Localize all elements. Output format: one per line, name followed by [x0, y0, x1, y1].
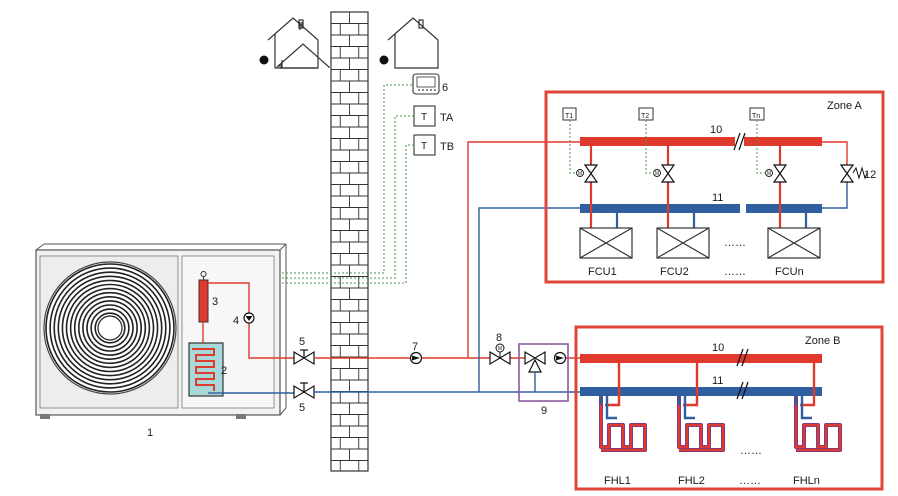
- zone-a-valves: [576, 164, 868, 183]
- zone-a-dots: ……: [724, 237, 746, 249]
- zone-b-labels: Zone B FHL1 FHL2 …… FHLn ……: [604, 335, 840, 487]
- signal-wires: [282, 84, 414, 284]
- zone-b-frame: [574, 325, 884, 491]
- label-tn: Tn: [752, 113, 760, 120]
- zone-a-frame: [544, 90, 885, 284]
- house-icon-left: [276, 22, 330, 69]
- label-mixing-station: 9: [541, 405, 547, 417]
- label-supply-manifold-a: 10: [710, 124, 722, 136]
- thermostat-tb-glyph: T: [421, 141, 427, 152]
- brick-wall: [330, 11, 369, 472]
- label-return-manifold-b: 11: [712, 375, 723, 387]
- label-circulation-pump: 7: [412, 341, 418, 353]
- fcu-label-1: FCU1: [588, 266, 617, 278]
- fcu-label-dots: ……: [724, 266, 746, 278]
- fhl-label-1: FHL1: [604, 475, 631, 487]
- label-backup-heater: 3: [212, 296, 218, 308]
- label-outdoor-unit: 1: [147, 427, 153, 439]
- label-main-valve: 8: [496, 332, 502, 344]
- main-lines: [314, 141, 589, 393]
- house-dot-left: [259, 55, 269, 65]
- label-return-manifold-a: 11: [712, 192, 723, 204]
- label-ta: TA: [440, 112, 454, 124]
- thermostat-6: [412, 73, 440, 95]
- label-heat-exchanger: 2: [221, 365, 227, 377]
- sensor-labels: T T TA TB T1 T2 Tn M M M M: [421, 112, 771, 352]
- zone-b-title: Zone B: [805, 335, 840, 347]
- label-shutoff-valve-return: 5: [299, 402, 305, 414]
- zone-a-return-manifold: [580, 204, 822, 213]
- fcu-label-2: FCU2: [660, 266, 689, 278]
- zone-a-title: Zone A: [827, 100, 863, 112]
- actuator-1: M: [578, 171, 582, 177]
- label-t2: T2: [641, 113, 649, 120]
- circulation-pump-icon: [409, 351, 423, 365]
- fhl-label-2: FHL2: [678, 475, 705, 487]
- label-shutoff-valve-supply: 5: [299, 336, 305, 348]
- house-outline-right: [387, 17, 439, 69]
- mixing-station: [518, 343, 569, 402]
- component-labels: 1 2 3 4 5 5 6 7 8 9 10 11 12 10 11: [147, 82, 876, 439]
- fcu-label-n: FCUn: [775, 266, 804, 278]
- label-bypass-valve: 12: [864, 169, 876, 181]
- thermostat-ta-glyph: T: [421, 112, 427, 123]
- actuator-main: M: [498, 346, 502, 352]
- house-outline-left: [267, 17, 319, 69]
- zone-a-labels: Zone A FCU1 FCU2 …… FCUn ……: [588, 100, 863, 278]
- fan-coil-units: [579, 227, 821, 259]
- label-t1: T1: [565, 113, 573, 120]
- label-internal-pump: 4: [233, 315, 239, 327]
- fan-icon: [43, 261, 177, 395]
- fhl-label-n: FHLn: [793, 475, 820, 487]
- zone-b-supply-manifold: [580, 348, 822, 367]
- zone-b-return-manifold: [580, 381, 822, 400]
- internal-pump-icon: [243, 312, 255, 324]
- main-valve-icon: [489, 343, 511, 366]
- label-tb: TB: [440, 141, 454, 153]
- house-dot-right: [379, 55, 389, 65]
- zone-a-supply-manifold: [580, 132, 822, 151]
- zone-b-dots: ……: [740, 445, 762, 457]
- zone-a-room-sensors: [562, 107, 766, 174]
- zone-a-risers: [589, 141, 848, 228]
- shutoff-valve-supply: [293, 349, 315, 366]
- actuator-n: M: [767, 171, 771, 177]
- label-supply-manifold-b: 10: [712, 342, 724, 354]
- fhl-label-dots: ……: [739, 475, 761, 487]
- plate-heat-exchanger: [188, 342, 224, 397]
- actuator-2: M: [655, 171, 659, 177]
- label-thermostat: 6: [442, 82, 448, 94]
- floor-heating-loops: [599, 363, 842, 452]
- shutoff-valve-return: [293, 382, 315, 400]
